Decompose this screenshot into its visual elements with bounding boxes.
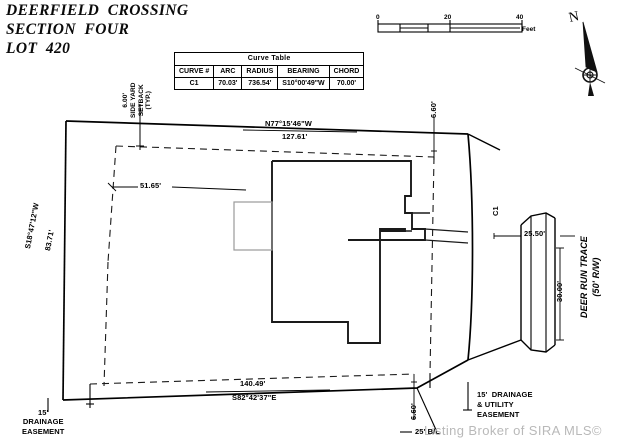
curve-table-header-chord: CHORD xyxy=(328,65,365,78)
easement-label-bottom-right: 15' DRAINAGE & UTILITY EASEMENT xyxy=(477,390,533,419)
street-right-of-way xyxy=(467,133,556,361)
curve-cell-bearing: S10°00'49"W xyxy=(277,77,330,90)
street-inner-edge xyxy=(530,213,547,352)
driveway-lines xyxy=(424,228,469,244)
south-boundary-bearing: S82°42'37"E xyxy=(232,393,277,402)
east-curve-label: C1 xyxy=(491,206,500,216)
easement-label-bottom-left: 15' DRAINAGE EASEMENT xyxy=(22,408,65,436)
page-title: DEERFIELD CROSSING SECTION FOUR LOT 420 xyxy=(6,2,189,57)
curve-table: Curve Table CURVE # ARC RADIUS BEARING C… xyxy=(173,52,365,90)
curve-table-caption: Curve Table xyxy=(173,52,365,66)
north-boundary-distance: 127.61' xyxy=(282,132,308,141)
south-boundary-distance: 140.49' xyxy=(240,379,266,388)
curve-table-header-bearing: BEARING xyxy=(277,65,330,78)
bearing-underline-south xyxy=(205,389,331,393)
scale-bar-graphic xyxy=(377,20,523,33)
building-line-leader xyxy=(400,387,438,433)
curve-cell-arc: 70.03' xyxy=(213,77,243,90)
north-arrow-label: N xyxy=(567,9,581,26)
north-boundary-bearing: N77°15'46"W xyxy=(265,119,312,128)
street-name-deer-run-trace: DEER RUN TRACE (50' R/W) xyxy=(579,236,602,318)
easement-leader-right xyxy=(429,374,472,411)
dimension-leader-3000 xyxy=(556,247,564,341)
dimension-leader-660-top xyxy=(431,117,437,160)
curve-cell-name: C1 xyxy=(173,77,215,90)
north-arrow-icon: N xyxy=(560,8,620,100)
dimension-leader-51 xyxy=(107,182,247,192)
setback-lines xyxy=(89,145,435,387)
curve-table-header-radius: RADIUS xyxy=(241,65,279,78)
dimension-leader-660-bottom xyxy=(411,374,417,420)
porch-outline xyxy=(233,201,273,251)
table-row: C1 70.03' 736.54' S10°00'49"W 70.00' xyxy=(173,77,365,90)
mls-watermark: Listing Broker of SIRA MLS© xyxy=(424,423,602,438)
dimension-25-50: 25.50' xyxy=(524,229,546,238)
building-line-label: 25' B/L xyxy=(415,427,440,436)
building-footprint xyxy=(271,160,426,344)
building-wing-detail xyxy=(380,212,430,232)
curve-cell-chord: 70.00' xyxy=(328,77,365,90)
curve-table-header-row: CURVE # ARC RADIUS BEARING CHORD xyxy=(173,65,365,78)
north-arrow-graphic xyxy=(574,21,606,96)
dimension-660-top: 6.60' xyxy=(429,101,438,118)
curve-cell-radius: 736.54' xyxy=(241,77,279,90)
scale-tick-0: 0 xyxy=(376,14,380,21)
curve-table-caption-row: Curve Table xyxy=(173,52,365,66)
curve-table-header-arc: ARC xyxy=(213,65,243,78)
dimension-30-00: 30.00' xyxy=(555,280,564,302)
easement-leader-left xyxy=(47,384,94,412)
curve-table-header-curve: CURVE # xyxy=(173,65,215,78)
dimension-leader-2550 xyxy=(493,233,575,239)
scale-units-label: Feet xyxy=(522,26,536,33)
side-yard-setback-tick xyxy=(136,104,144,150)
scale-tick-20: 20 xyxy=(444,14,452,21)
dimension-51-65: 51.65' xyxy=(140,181,162,190)
side-yard-setback-label: 6.00' SIDE YARD SETBACK (TYP.) xyxy=(122,82,153,118)
scale-tick-40: 40 xyxy=(516,14,524,21)
bearing-underline-north xyxy=(242,129,358,133)
dimension-660-bottom: 6.60' xyxy=(409,403,418,420)
